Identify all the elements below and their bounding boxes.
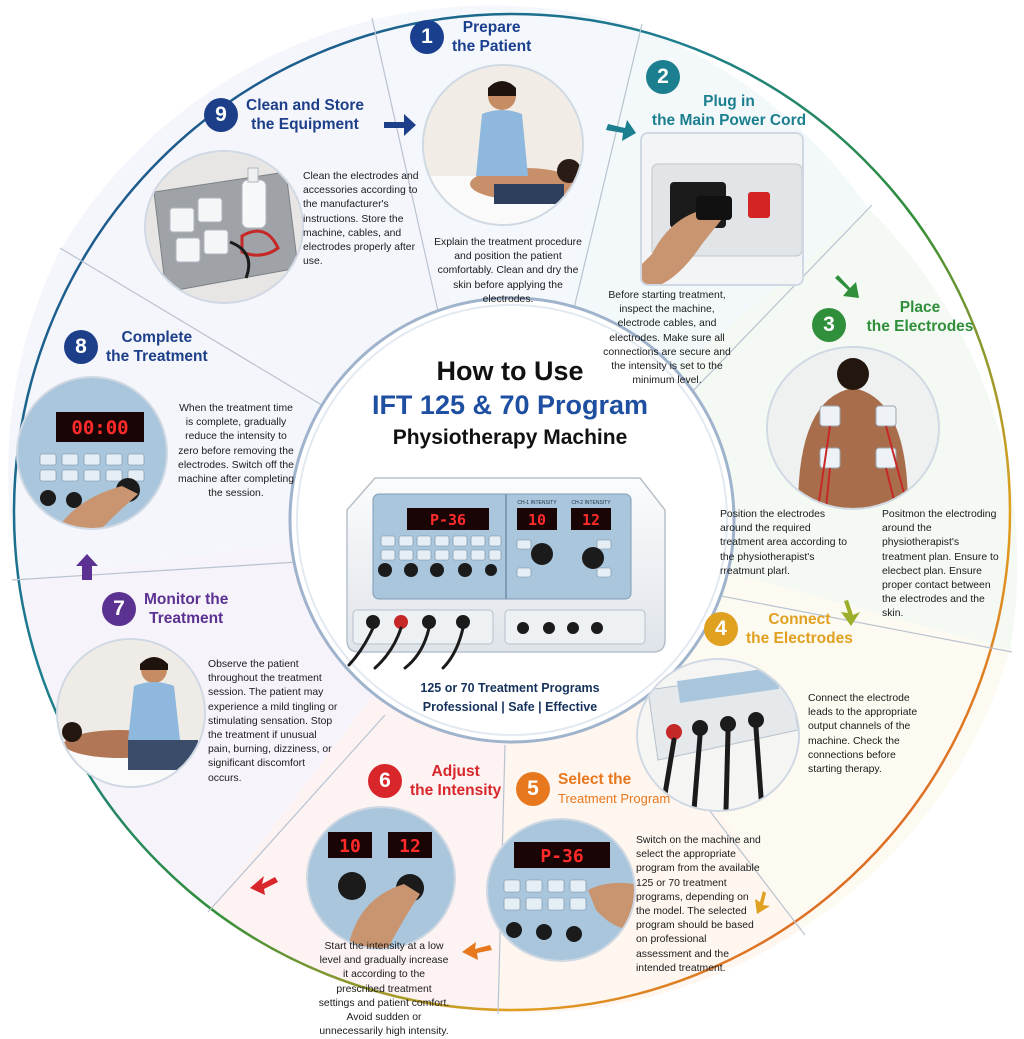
step-1-title-line-1: Prepare xyxy=(462,19,521,36)
step-3-title: Place the Electrodes xyxy=(855,298,985,336)
step-5-title-line-2: Treatment Program xyxy=(558,791,671,806)
step-9-title-line-2: the Equipment xyxy=(251,116,359,133)
title-line-3: Physiotherapy Machine xyxy=(392,426,628,449)
keypad-buttons xyxy=(380,535,612,578)
step-7-title-line-1: Monitor the xyxy=(144,591,229,608)
step-6-description: Start the intensity at a low level and g… xyxy=(318,941,450,1038)
ch1-display-text: 10 xyxy=(528,511,546,529)
step-7-title-line-2: Treatment xyxy=(149,610,224,627)
step-9-header: 9 Clean and Store the Equipment xyxy=(204,96,364,134)
ch1-label: CH-1 INTENSITY xyxy=(517,500,557,506)
ch2-display-text: 12 xyxy=(582,511,600,529)
title-line-1: How to Use xyxy=(436,356,584,386)
center-title: How to Use IFT 125 & 70 Program Physioth… xyxy=(340,355,680,453)
flow-arrows xyxy=(76,114,860,960)
step-6-ch1-text: 10 xyxy=(339,836,361,857)
step-9-badge: 9 xyxy=(204,98,238,132)
center-features: Professional | Safe | Effective xyxy=(422,700,598,714)
step-2-title: Plug in the Main Power Cord xyxy=(640,92,818,130)
step-9-photo xyxy=(144,150,304,304)
step-4-description: Connect the electrode leads to the appro… xyxy=(808,693,918,776)
step-3-title-line-1: Place xyxy=(899,299,941,316)
output-jacks xyxy=(366,615,603,634)
step-1-description: Explain the treatment procedure and posi… xyxy=(434,237,582,305)
step-2-title-line-1: Plug in xyxy=(703,93,755,110)
step-6-ch2-text: 12 xyxy=(399,836,421,857)
step-7-description: Observe the patient throughout the treat… xyxy=(208,659,338,784)
step-5-badge: 5 xyxy=(516,772,550,806)
intensity-knobs xyxy=(378,543,604,577)
step-1-photo xyxy=(422,64,584,226)
step-2-photo xyxy=(640,132,804,286)
step-9-description: Clean the electrodes and accessories acc… xyxy=(303,171,419,268)
step-4-header: 4 Connect the Electrodes xyxy=(704,610,853,648)
step-9-title-line-1: Clean and Store xyxy=(246,97,364,114)
step-3-description: Position the electrodes around the requi… xyxy=(720,509,848,577)
step-3-title-line-2: the Electrodes xyxy=(866,318,974,335)
step-7-badge: 7 xyxy=(102,592,136,626)
step-1-title-line-2: the Patient xyxy=(452,38,532,55)
ift-machine-illustration: P-36 10 12 CH-1 INTENSITY CH-2 INTENSITY xyxy=(346,477,666,670)
step-8-header: 8 Complete the Treatment xyxy=(64,328,208,366)
step-5-title-line-1: Select the xyxy=(558,771,632,788)
step-8-title-line-1: Complete xyxy=(121,329,193,346)
step-5-photo: P-36 xyxy=(486,818,636,962)
electrode-cables xyxy=(347,626,465,670)
step-8-display-text: 00:00 xyxy=(71,417,128,439)
step-2-title-line-2: the Main Power Cord xyxy=(651,112,807,129)
step-4-title-line-1: Connect xyxy=(768,611,831,628)
step-8-photo: 00:00 xyxy=(16,376,168,530)
program-display-text: P-36 xyxy=(430,511,466,529)
program-display xyxy=(407,508,489,530)
step-1-header: 1 Prepare the Patient xyxy=(410,18,531,56)
step-6-photo: 10 12 xyxy=(306,806,456,950)
step-3-description-b: Positmon the electroding around the phys… xyxy=(882,509,999,620)
step-3-badge: 3 xyxy=(812,308,846,342)
step-2-header: 2 xyxy=(646,60,680,94)
step-6-title-line-2: the Intensity xyxy=(410,782,502,799)
center-tagline: 125 or 70 Treatment Programs xyxy=(420,681,600,695)
step-2-badge: 2 xyxy=(646,60,680,94)
step-7-header: 7 Monitor the Treatment xyxy=(102,590,228,628)
step-7-photo xyxy=(56,638,206,788)
step-1-badge: 1 xyxy=(410,20,444,54)
step-5-description: Switch on the machine and select the app… xyxy=(636,835,761,974)
step-6-badge: 6 xyxy=(368,764,402,798)
step-4-badge: 4 xyxy=(704,612,738,646)
step-4-title-line-2: the Electrodes xyxy=(746,630,853,647)
step-2-description: Before starting treatment, inspect the m… xyxy=(603,290,731,387)
step-4-photo xyxy=(636,658,800,812)
step-5-display-text: P-36 xyxy=(540,846,583,867)
step-3-photo xyxy=(766,346,940,510)
title-line-2: IFT 125 & 70 Program xyxy=(371,390,649,420)
step-8-badge: 8 xyxy=(64,330,98,364)
step-5-header: 5 Select the Treatment Program xyxy=(516,770,670,808)
step-6-header: 6 Adjust the Intensity xyxy=(368,762,501,800)
step-8-title-line-2: the Treatment xyxy=(106,348,208,365)
step-6-title-line-1: Adjust xyxy=(431,763,480,780)
ch2-label: CH-2 INTENSITY xyxy=(571,500,611,506)
step-8-description: When the treatment time is complete, gra… xyxy=(177,403,295,500)
